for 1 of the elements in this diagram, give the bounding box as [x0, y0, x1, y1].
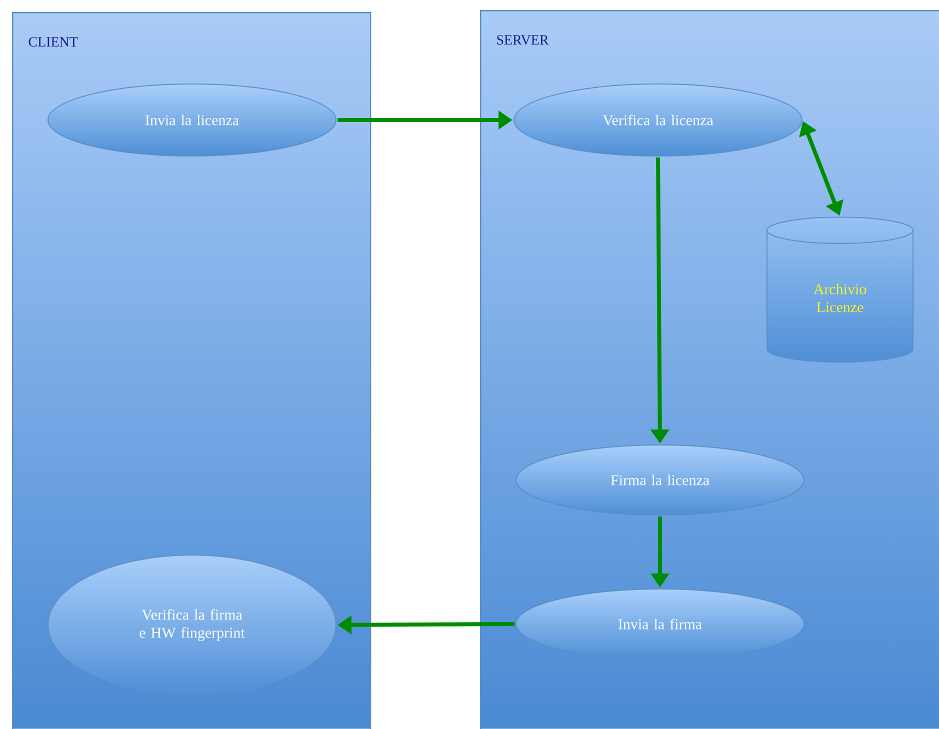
database-cylinder: Archivio Licenze	[766, 216, 914, 363]
